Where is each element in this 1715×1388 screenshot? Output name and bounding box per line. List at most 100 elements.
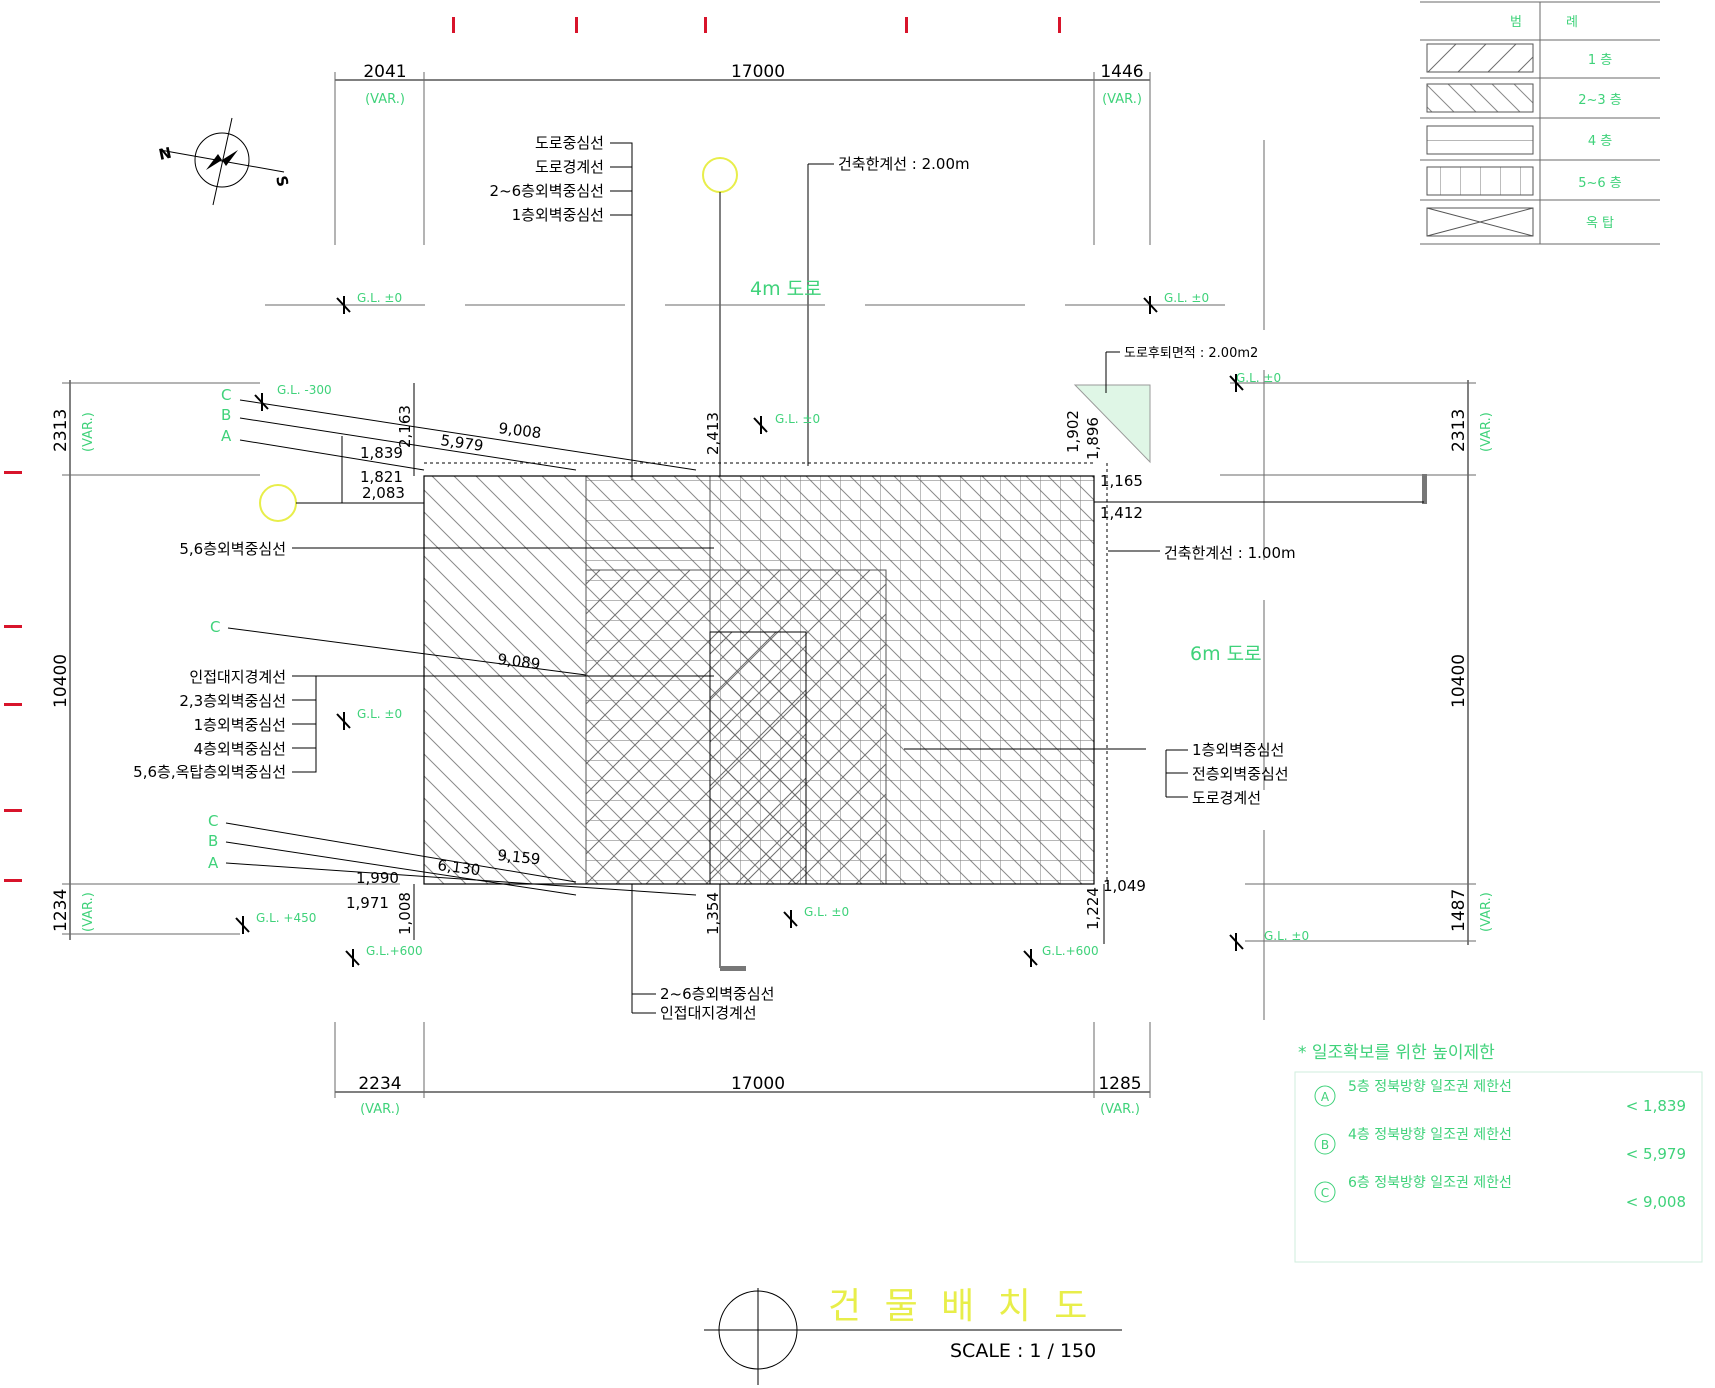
marker-a: A — [221, 427, 232, 445]
drawing-scale: SCALE : 1 / 150 — [950, 1340, 1096, 1362]
legend-swatch-roof — [1426, 207, 1534, 237]
lower-solar-lines: C B A 9,159 6,130 1,990 1,971 1,008 1,35… — [208, 812, 1309, 971]
measure-1412: 1,412 — [1100, 504, 1143, 522]
var-label: (VAR.) — [1102, 92, 1142, 107]
bottom-leader-labels: 2~6층외벽중심선 인접대지경계선 — [631, 884, 774, 1022]
label-bottom-adjacent: 인접대지경계선 — [660, 1004, 757, 1022]
compass-south: S — [272, 174, 292, 188]
solar-row-b-val: < 5,979 — [1626, 1145, 1686, 1163]
grid-marker — [1058, 17, 1061, 33]
measure-1839: 1,839 — [360, 444, 403, 462]
dim-left-bot: 1234 — [51, 889, 71, 932]
top-dimensions: 2041 17000 1446 (VAR.) (VAR.) — [334, 62, 1151, 245]
dim-bot-mid: 17000 — [731, 1074, 785, 1094]
grid-marker — [575, 17, 578, 33]
label-wall-5-6: 5,6층외벽중심선 — [179, 540, 286, 558]
gl-plus600-right: G.L.+600 — [1042, 944, 1099, 958]
var-label: (VAR.) — [1479, 892, 1494, 932]
measure-1165: 1,165 — [1100, 472, 1143, 490]
measure-6130: 6,130 — [437, 856, 482, 879]
top-grid-markers — [452, 17, 1061, 33]
measure-9159: 9,159 — [497, 846, 542, 868]
var-label: (VAR.) — [81, 892, 96, 932]
drawing-title: 건 물 배 치 도 — [828, 1286, 1093, 1327]
solar-tag-a: A — [1321, 1090, 1330, 1104]
dim-top-right: 1446 — [1100, 62, 1143, 82]
dim-right-top: 2313 — [1449, 409, 1469, 452]
grid-marker — [4, 471, 22, 474]
grid-marker — [905, 17, 908, 33]
label-right-all-walls: 전층외벽중심선 — [1192, 765, 1289, 783]
solar-tag-a-icon — [1314, 1085, 1336, 1107]
upper-solar-lines: C B A 9,008 5,979 1,839 1,821 2,083 2,16… — [221, 383, 820, 522]
marker-b: B — [221, 406, 231, 424]
dim-right-bot: 1487 — [1449, 889, 1469, 932]
measure-1990: 1,990 — [356, 869, 399, 887]
gl-corner: G.L. ±0 — [1236, 371, 1281, 385]
setback-corner: 도로후퇴면적 : 2.00m2 — [1124, 346, 1258, 361]
solar-tag-b-icon — [1314, 1133, 1336, 1155]
gl-left-mid: G.L. ±0 — [357, 707, 402, 721]
label-wall-1: 1층외벽중심선 — [512, 206, 604, 224]
gl-bottom-mid: G.L. ±0 — [804, 905, 849, 919]
marker-b-low: B — [208, 832, 218, 850]
compass-north: N — [157, 144, 173, 164]
dim-top-mid: 17000 — [731, 62, 785, 82]
legend-row-4f: 4 층 — [1588, 134, 1612, 149]
marker-c-mid: C — [210, 618, 220, 636]
dim-left-mid: 10400 — [51, 654, 71, 708]
right-leader-labels: 1층외벽중심선 전층외벽중심선 도로경계선 — [904, 741, 1289, 807]
legend-row-5-6f: 5~6 층 — [1578, 176, 1622, 191]
section-circle-icon — [259, 484, 297, 522]
label-wall-5-6-roof: 5,6층,옥탑층외벽중심선 — [133, 763, 286, 781]
gl-minus300: G.L. -300 — [277, 383, 332, 397]
dim-left-top: 2313 — [51, 409, 71, 452]
measure-1902: 1,902 — [1064, 410, 1082, 453]
gl-plus450: G.L. +450 — [256, 911, 316, 925]
legend-swatch-4f — [1426, 125, 1534, 155]
dim-right-mid: 10400 — [1449, 654, 1469, 708]
road-right-label: 6m 도로 — [1190, 643, 1262, 665]
measure-1049: 1,049 — [1103, 877, 1146, 895]
legend-swatch-2-3f — [1426, 83, 1534, 113]
left-grid-markers — [4, 471, 22, 882]
dim-bot-right: 1285 — [1098, 1074, 1141, 1094]
setback-top: 건축한계선 : 2.00m — [838, 155, 970, 173]
measure-9008: 9,008 — [498, 419, 543, 442]
legend-header-1: 범 — [1510, 15, 1522, 30]
solar-tag-b: B — [1321, 1138, 1329, 1152]
legend-header-2: 례 — [1566, 15, 1578, 30]
label-wall-1-left: 1층외벽중심선 — [194, 716, 286, 734]
grid-marker — [704, 17, 707, 33]
measure-2083: 2,083 — [362, 484, 405, 502]
solar-row-a-desc: 5층 정북방향 일조권 제한선 — [1348, 1079, 1512, 1095]
legend-row-2-3f: 2~3 층 — [1578, 93, 1622, 108]
marker-c: C — [221, 386, 231, 404]
measure-1008: 1,008 — [396, 892, 414, 935]
right-road: 6m 도로 — [1094, 140, 1424, 1060]
grid-marker — [4, 703, 22, 706]
marker-a-low: A — [208, 854, 219, 872]
label-wall-2-3: 2,3층외벽중심선 — [179, 692, 286, 710]
legend-row-roof: 옥 탑 — [1586, 216, 1614, 231]
gl-mid-top: G.L. ±0 — [775, 412, 820, 426]
var-label: (VAR.) — [81, 412, 96, 452]
measure-1224: 1,224 — [1084, 887, 1102, 930]
var-label: (VAR.) — [1100, 1102, 1140, 1117]
measure-1354: 1,354 — [704, 892, 722, 935]
var-label: (VAR.) — [365, 92, 405, 107]
marker-c-low: C — [208, 812, 218, 830]
gl-right-low: G.L. ±0 — [1264, 929, 1309, 943]
title-block: 건 물 배 치 도 SCALE : 1 / 150 — [704, 1286, 1122, 1385]
grid-marker — [452, 17, 455, 33]
section-circle-icon — [702, 157, 738, 193]
label-road-center: 도로중심선 — [535, 134, 604, 152]
solar-row-b-desc: 4층 정북방향 일조권 제한선 — [1348, 1127, 1512, 1143]
grid-marker — [4, 625, 22, 628]
bottom-dimensions: 2234 17000 1285 (VAR.) (VAR.) — [334, 1022, 1151, 1117]
solar-tag-c-icon — [1314, 1181, 1336, 1203]
label-wall-2-6: 2~6층외벽중심선 — [490, 182, 604, 200]
setback-right: 건축한계선 : 1.00m — [1164, 544, 1296, 562]
floor-legend: 범 례 1 층 2~3 층 4 층 5~6 층 옥 탑 — [1420, 1, 1660, 245]
